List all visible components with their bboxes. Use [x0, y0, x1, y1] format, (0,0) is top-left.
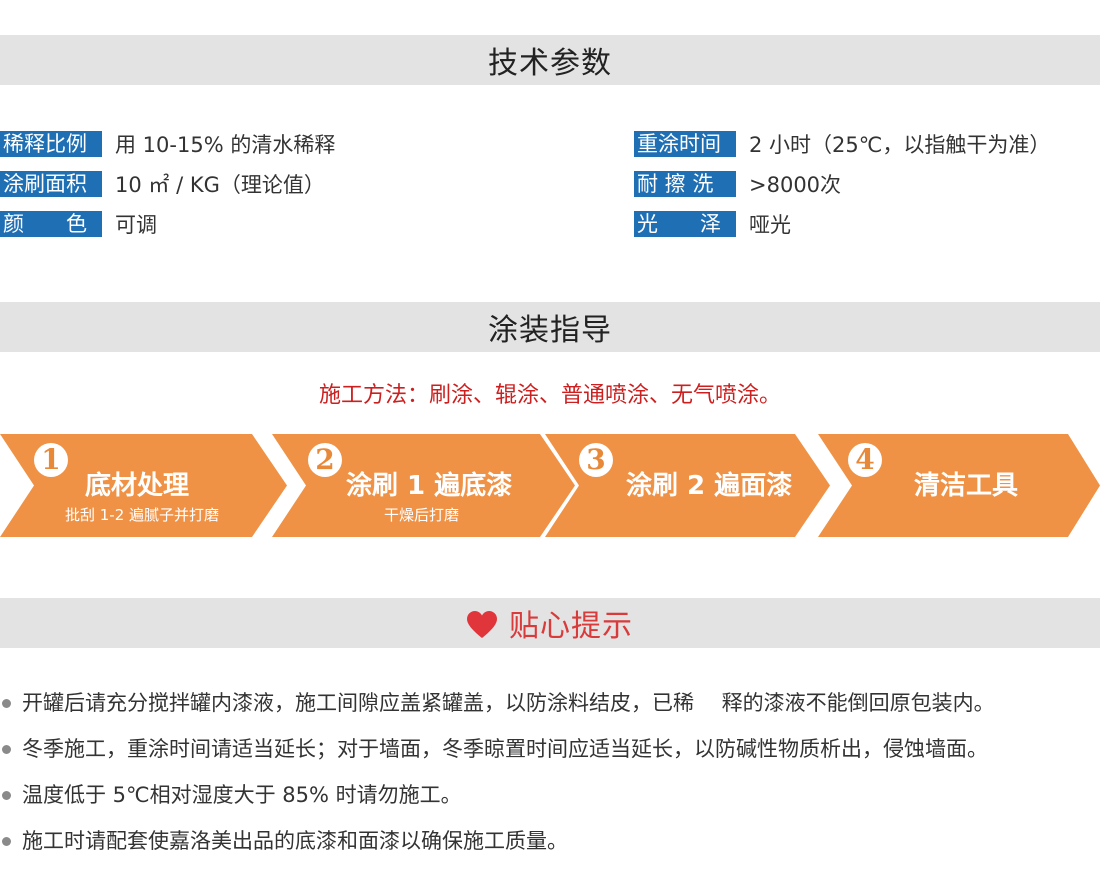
param-color: 颜 色 可调 [0, 211, 157, 237]
step-3: 3 涂刷 2 遍面漆 [545, 434, 830, 537]
step-title: 涂刷 1 遍底漆 [346, 471, 513, 501]
list-item: 温度低于 5℃相对湿度大于 85% 时请勿施工。 [0, 777, 1100, 823]
param-value: 2 小时（25℃，以指触干为准） [749, 133, 1051, 157]
tip-text: 开罐后请充分搅拌罐内漆液，施工间隙应盖紧罐盖，以防涂料结皮，已稀 释的漆液不能倒… [22, 691, 995, 715]
step-arrow-3 [545, 434, 830, 537]
guide-header: 涂装指导 [0, 302, 1100, 352]
param-label: 颜 色 [0, 211, 102, 237]
param-label: 耐 擦 洗 [634, 171, 736, 197]
param-label: 重涂时间 [634, 131, 736, 157]
guide-title: 涂装指导 [488, 313, 612, 348]
tips-header: 贴心提示 [0, 598, 1100, 648]
bullet-dot-icon [2, 699, 11, 708]
list-item: 施工时请配套使嘉洛美出品的底漆和面漆以确保施工质量。 [0, 823, 1100, 869]
list-item: 开罐后请充分搅拌罐内漆液，施工间隙应盖紧罐盖，以防涂料结皮，已稀 释的漆液不能倒… [0, 685, 1100, 731]
tech-params-title: 技术参数 [488, 46, 612, 81]
param-value: 可调 [115, 213, 157, 237]
tip-text: 施工时请配套使嘉洛美出品的底漆和面漆以确保施工质量。 [22, 829, 568, 853]
param-gloss: 光 泽 哑光 [634, 211, 791, 237]
step-title: 清洁工具 [914, 471, 1019, 501]
step-4: 4 清洁工具 [818, 434, 1100, 537]
param-value: 用 10-15% 的清水稀释 [115, 133, 336, 157]
tip-text: 冬季施工，重涂时间请适当延长；对于墙面，冬季晾置时间应适当延长，以防碱性物质析出… [22, 737, 988, 761]
tech-params-header: 技术参数 [0, 35, 1100, 85]
step-1: 1 底材处理 批刮 1-2 遍腻子并打磨 [0, 434, 287, 537]
application-method: 施工方法：刷涂、辊涂、普通喷涂、无气喷涂。 [318, 383, 781, 408]
step-arrow-2 [272, 434, 575, 537]
param-label: 涂刷面积 [0, 171, 102, 197]
bullet-dot-icon [2, 791, 11, 800]
tip-text: 温度低于 5℃相对湿度大于 85% 时请勿施工。 [22, 783, 462, 807]
step-number: 3 [579, 443, 613, 477]
step-subtitle: 干燥后打磨 [384, 506, 460, 524]
step-subtitle: 批刮 1-2 遍腻子并打磨 [65, 506, 220, 524]
step-number: 2 [308, 443, 342, 477]
list-item: 冬季施工，重涂时间请适当延长；对于墙面，冬季晾置时间应适当延长，以防碱性物质析出… [0, 731, 1100, 777]
step-arrows [0, 434, 1100, 537]
heart-icon [467, 611, 497, 639]
param-coverage: 涂刷面积 10 ㎡ / KG（理论值） [0, 171, 325, 197]
param-dilution: 稀释比例 用 10-15% 的清水稀释 [0, 131, 335, 157]
bullet-dot-icon [2, 837, 11, 846]
step-title: 涂刷 2 遍面漆 [626, 471, 793, 501]
param-value: >8000次 [749, 173, 842, 197]
step-number: 4 [848, 443, 882, 477]
param-label: 稀释比例 [0, 131, 102, 157]
step-title: 底材处理 [85, 471, 190, 501]
param-recoat-time: 重涂时间 2 小时（25℃，以指触干为准） [634, 131, 1050, 157]
step-number: 1 [34, 443, 68, 477]
param-value: 10 ㎡ / KG（理论值） [115, 173, 325, 197]
step-arrow-1 [0, 434, 287, 537]
step-2: 2 涂刷 1 遍底漆 干燥后打磨 [272, 434, 575, 537]
param-label: 光 泽 [634, 211, 736, 237]
param-value: 哑光 [749, 213, 791, 237]
tips-title: 贴心提示 [509, 609, 633, 644]
process-steps: 1 底材处理 批刮 1-2 遍腻子并打磨 2 涂刷 1 遍底漆 干燥后打磨 3 … [0, 434, 1100, 537]
tips-list: 开罐后请充分搅拌罐内漆液，施工间隙应盖紧罐盖，以防涂料结皮，已稀 释的漆液不能倒… [0, 685, 1100, 869]
bullet-dot-icon [2, 745, 11, 754]
step-arrow-4 [818, 434, 1100, 537]
param-scrub: 耐 擦 洗 >8000次 [634, 171, 841, 197]
